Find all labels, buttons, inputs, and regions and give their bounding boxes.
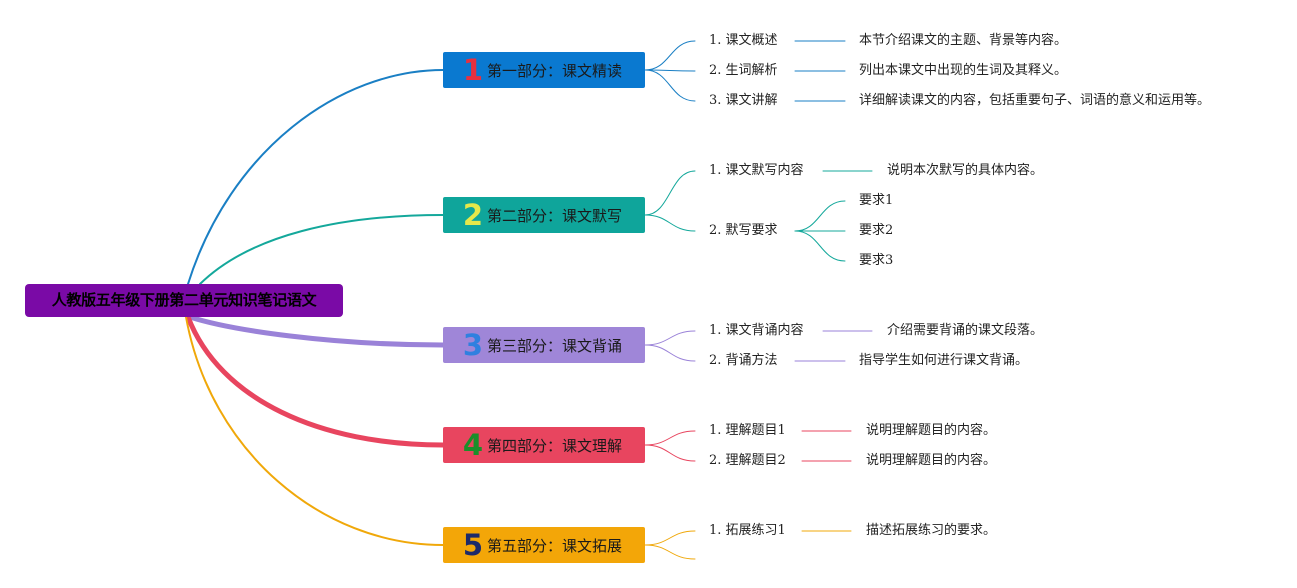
section-3-connector-2 [644,344,696,362]
section-2-connector-2 [644,214,696,232]
section-1-item-1-detail[interactable]: 本节介绍课文的主题、背景等内容。 [859,33,1068,48]
section-5-item-1[interactable]: 1. 拓展练习1 [709,523,786,538]
section-1-label: 第一部分：课文精读 [487,61,623,80]
section-2-requirement-2[interactable]: 要求2 [859,223,894,238]
requirements-connector-3 [794,230,846,262]
section-2-item-1-detail[interactable]: 说明本次默写的具体内容。 [887,163,1044,178]
section-1-number: 1 [462,53,484,87]
branch-line-5 [185,316,444,546]
section-2-node[interactable]: 2 第二部分：课文默写 [443,197,645,233]
section-1-item-2-detail[interactable]: 列出本课文中出现的生词及其释义。 [859,63,1068,78]
section-3-connector-1 [644,330,696,346]
section-2-connector-1 [644,170,696,216]
section-3-item-1[interactable]: 1. 课文背诵内容 [709,323,804,338]
branch-line-1 [187,69,444,285]
section-3-label: 第三部分：课文背诵 [487,336,623,355]
section-1-node[interactable]: 1 第一部分：课文精读 [443,52,645,88]
section-1-connector-2 [644,69,696,72]
requirements-connector-1 [794,200,846,232]
section-1-connector-3 [644,69,696,102]
section-4-connector-1 [644,430,696,446]
section-5-item-1-detail[interactable]: 描述拓展练习的要求。 [866,523,997,538]
section-2-number: 2 [462,198,484,232]
section-1-item-1[interactable]: 1. 课文概述 [709,33,778,48]
section-5-number: 5 [462,528,484,562]
section-4-connector-2 [644,444,696,462]
section-5-connector-1 [644,530,696,546]
section-5-label: 第五部分：课文拓展 [487,536,623,555]
branch-line-4 [185,314,446,448]
section-4-item-1[interactable]: 1. 理解题目1 [709,423,786,438]
section-2-requirement-3[interactable]: 要求3 [859,253,894,268]
section-1-connector-1 [644,40,696,71]
section-5-node[interactable]: 5 第五部分：课文拓展 [443,527,645,563]
section-3-item-2[interactable]: 2. 背诵方法 [709,353,778,368]
section-2-requirement-1[interactable]: 要求1 [859,193,894,208]
section-2-label: 第二部分：课文默写 [487,206,623,225]
section-4-item-1-detail[interactable]: 说明理解题目的内容。 [866,423,997,438]
section-3-number: 3 [462,328,484,362]
branch-line-2 [199,214,444,285]
section-4-number: 4 [462,428,484,462]
branch-line-3 [187,314,446,348]
section-5-connector-2 [644,544,696,560]
section-1-item-2[interactable]: 2. 生词解析 [709,63,778,78]
section-1-item-3-detail[interactable]: 详细解读课文的内容，包括重要句子、词语的意义和运用等。 [859,93,1211,108]
root-node[interactable]: 人教版五年级下册第二单元知识笔记语文 [25,284,343,317]
section-1-item-3[interactable]: 3. 课文讲解 [709,93,778,108]
section-4-item-2[interactable]: 2. 理解题目2 [709,453,786,468]
section-3-node[interactable]: 3 第三部分：课文背诵 [443,327,645,363]
section-2-item-1[interactable]: 1. 课文默写内容 [709,163,804,178]
section-4-node[interactable]: 4 第四部分：课文理解 [443,427,645,463]
section-3-item-1-detail[interactable]: 介绍需要背诵的课文段落。 [887,323,1044,338]
section-4-item-2-detail[interactable]: 说明理解题目的内容。 [866,453,997,468]
section-2-item-2[interactable]: 2. 默写要求 [709,223,778,238]
section-4-label: 第四部分：课文理解 [487,436,623,455]
section-3-item-2-detail[interactable]: 指导学生如何进行课文背诵。 [859,353,1029,368]
